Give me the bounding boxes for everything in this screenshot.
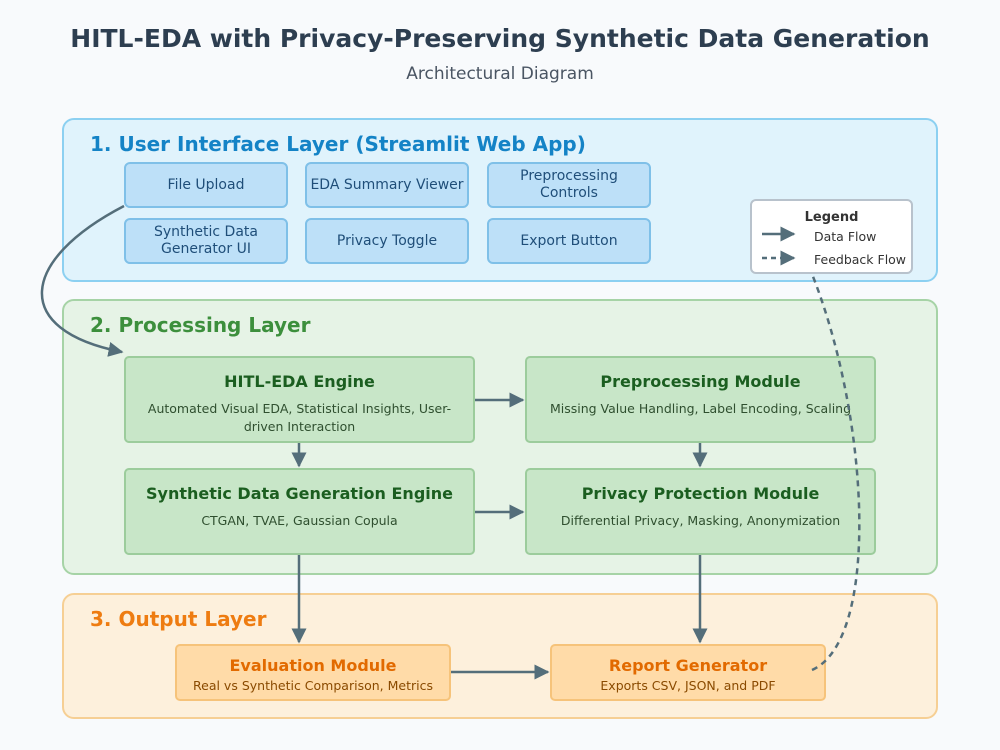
diagram-title: HITL-EDA with Privacy-Preserving Synthet… xyxy=(70,24,930,53)
export-button-box: Export Button xyxy=(487,218,651,264)
privacy-protection-module-desc: Differential Privacy, Masking, Anonymiza… xyxy=(560,513,841,528)
preprocessing-module-desc: Missing Value Handling, Label Encoding, … xyxy=(549,401,852,416)
report-generator-desc: Exports CSV, JSON, and PDF xyxy=(600,678,776,693)
evaluation-module-title: Evaluation Module xyxy=(229,656,397,675)
privacy-protection-module-title: Privacy Protection Module xyxy=(581,484,820,503)
report-generator-title: Report Generator xyxy=(608,656,768,675)
ui-layer-title: 1. User Interface Layer (Streamlit Web A… xyxy=(90,132,586,156)
evaluation-module-box: Evaluation Module Real vs Synthetic Comp… xyxy=(175,644,451,701)
legend-feedback-flow-label: Feedback Flow xyxy=(814,252,907,267)
synthetic-data-generation-engine-box: Synthetic Data Generation Engine CTGAN, … xyxy=(124,468,475,555)
evaluation-module-desc: Real vs Synthetic Comparison, Metrics xyxy=(193,678,433,693)
report-generator-box: Report Generator Exports CSV, JSON, and … xyxy=(550,644,826,701)
legend-title: Legend xyxy=(804,210,859,225)
hitl-eda-engine-desc: Automated Visual EDA, Statistical Insigh… xyxy=(147,401,452,434)
preprocessing-module-box: Preprocessing Module Missing Value Handl… xyxy=(525,356,876,443)
output-layer-title: 3. Output Layer xyxy=(90,607,267,631)
hitl-eda-engine-title: HITL-EDA Engine xyxy=(224,372,375,391)
processing-layer-title: 2. Processing Layer xyxy=(90,313,311,337)
hitl-eda-engine-box: HITL-EDA Engine Automated Visual EDA, St… xyxy=(124,356,475,443)
privacy-toggle-box: Privacy Toggle xyxy=(305,218,469,264)
preprocessing-module-title: Preprocessing Module xyxy=(600,372,801,391)
privacy-protection-module-box: Privacy Protection Module Differential P… xyxy=(525,468,876,555)
synthetic-data-generation-engine-title: Synthetic Data Generation Engine xyxy=(145,484,453,503)
synthetic-data-generator-ui-box: Synthetic Data Generator UI xyxy=(124,218,288,264)
diagram-subtitle: Architectural Diagram xyxy=(406,64,594,84)
synthetic-data-generation-engine-desc: CTGAN, TVAE, Gaussian Copula xyxy=(201,513,398,528)
eda-summary-viewer-box: EDA Summary Viewer xyxy=(305,162,469,208)
legend: Legend Data Flow Feedback Flow xyxy=(750,199,913,274)
file-upload-box: File Upload xyxy=(124,162,288,208)
legend-data-flow-label: Data Flow xyxy=(814,229,877,244)
preprocessing-controls-box: Preprocessing Controls xyxy=(487,162,651,208)
